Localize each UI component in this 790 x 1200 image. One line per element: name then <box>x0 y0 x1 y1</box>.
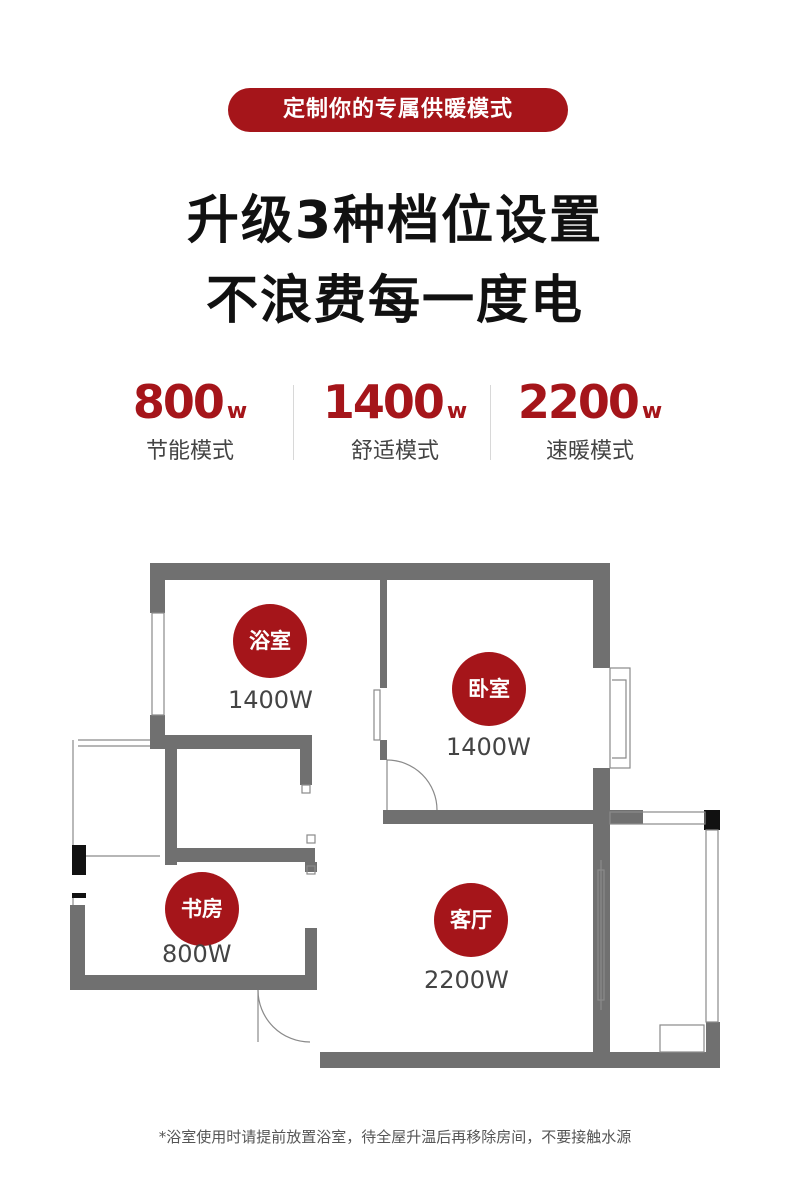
room-bathroom-power: 1400W <box>228 686 313 714</box>
mode-banner: 定制你的专属供暖模式 <box>228 88 568 132</box>
floor-plan-pillars <box>72 810 720 898</box>
room-bedroom-power: 1400W <box>446 733 531 761</box>
mode-eco-unit: w <box>226 399 248 424</box>
footnote: *浴室使用时请提前放置浴室，待全屋升温后再移除房间，不要接触水源 <box>158 1128 632 1146</box>
room-living-power: 2200W <box>424 966 509 994</box>
mode-eco-value: 800 <box>132 375 225 429</box>
room-study-power: 800W <box>162 940 232 968</box>
floor-plan <box>70 563 720 1068</box>
mode-fast-label: 速暖模式 <box>545 439 634 464</box>
room-bedroom-badge: 卧室 <box>452 652 526 726</box>
divider <box>490 385 491 460</box>
headline-line-2: 不浪费每一度电 <box>205 271 584 331</box>
mode-comfort-unit: w <box>446 399 468 424</box>
floor-plan-walls <box>70 563 720 1068</box>
floor-plan-thin-lines <box>72 612 719 1053</box>
mode-comfort-label: 舒适模式 <box>350 439 439 464</box>
room-bathroom-badge: 浴室 <box>233 604 307 678</box>
mode-eco-label: 节能模式 <box>145 439 234 464</box>
room-living-badge: 客厅 <box>434 883 508 957</box>
divider <box>293 385 294 460</box>
mode-fast-value: 2200 <box>517 375 640 429</box>
headline-line-1: 升级3种档位设置 <box>186 191 604 251</box>
mode-fast-unit: w <box>641 399 663 424</box>
room-study-badge: 书房 <box>165 872 239 946</box>
mode-comfort-value: 1400 <box>322 375 445 429</box>
